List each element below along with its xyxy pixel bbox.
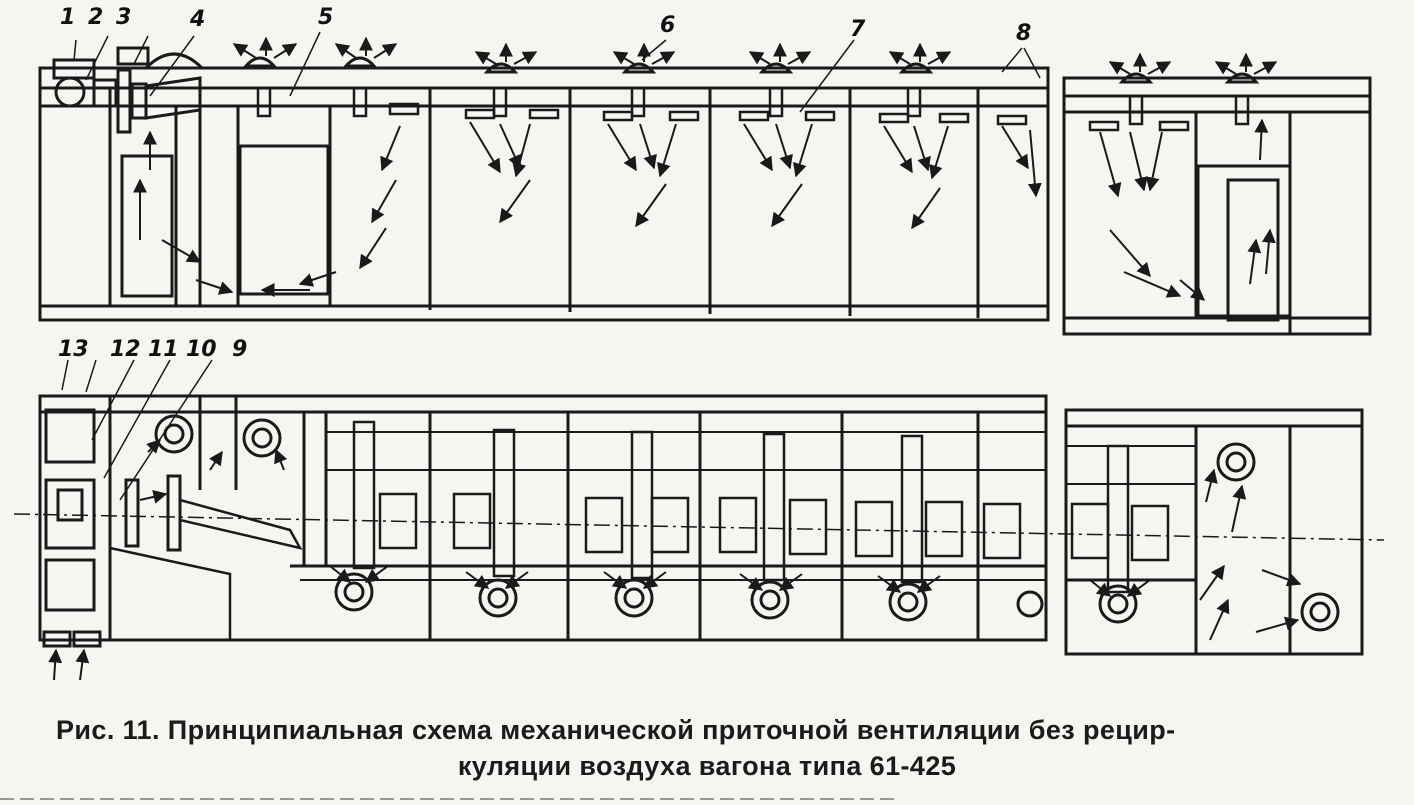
label-6: 6 bbox=[660, 13, 675, 38]
roof-deflectors bbox=[142, 52, 1260, 84]
label-8: 8 bbox=[1016, 21, 1031, 46]
label-3: 3 bbox=[116, 5, 131, 30]
plan-view bbox=[38, 394, 1364, 656]
heater-circles bbox=[154, 414, 1340, 632]
page-edge-rule bbox=[0, 798, 900, 800]
label-4: 4 bbox=[189, 7, 205, 32]
label-5: 5 bbox=[318, 5, 333, 30]
label-1: 1 bbox=[60, 5, 75, 30]
figure-caption: Рис. 11. Принципиальная схема механическ… bbox=[0, 712, 1414, 784]
label-12: 12 bbox=[110, 337, 141, 362]
label-9: 9 bbox=[232, 337, 247, 362]
bottom-labels: 13 12 11 10 9 bbox=[58, 337, 247, 362]
top-labels: 1 2 3 4 5 6 7 8 bbox=[60, 5, 1031, 46]
caption-line-1: Рис. 11. Принципиальная схема механическ… bbox=[56, 715, 1176, 745]
label-11: 11 bbox=[148, 337, 179, 362]
section-view bbox=[38, 46, 1372, 336]
label-10: 10 bbox=[186, 337, 217, 362]
ventilation-scheme-diagram: 1 2 3 4 5 6 7 8 13 12 11 10 9 bbox=[13, 5, 1385, 681]
airflow-arrows bbox=[48, 36, 1302, 681]
caption-line-2: куляции воздуха вагона типа 61-425 bbox=[457, 751, 957, 781]
label-7: 7 bbox=[850, 17, 866, 42]
label-2: 2 bbox=[88, 5, 103, 30]
label-13: 13 bbox=[58, 337, 89, 362]
